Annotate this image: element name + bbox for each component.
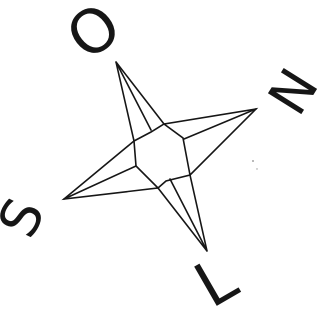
ridge-top bbox=[116, 62, 151, 130]
compass-star-outline bbox=[64, 62, 256, 251]
ridge-bottom bbox=[170, 179, 207, 251]
ridge-right bbox=[184, 109, 256, 139]
speck bbox=[252, 160, 254, 162]
compass-center-hexagon bbox=[134, 124, 190, 188]
speck bbox=[256, 168, 257, 169]
